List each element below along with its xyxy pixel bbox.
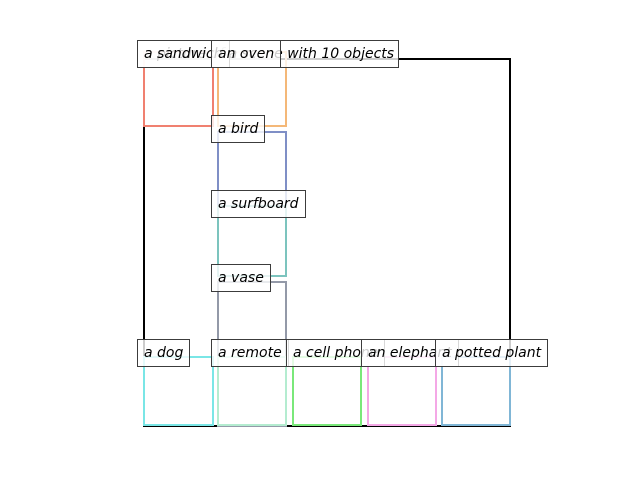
cell-phone-box (292, 356, 362, 426)
vase-label: a vase (211, 264, 271, 292)
surfboard-label: a surfboard (211, 190, 306, 218)
bird-label: a bird (211, 115, 266, 143)
oven-label: an oven (211, 40, 282, 68)
potted-plant-label: a potted plant (435, 339, 549, 367)
dog-box (143, 356, 214, 426)
elephant-box (367, 356, 437, 426)
remote-label: a remote (211, 339, 289, 367)
scene-box (143, 58, 511, 427)
potted-plant-box (441, 356, 511, 426)
remote-box (217, 356, 287, 426)
dog-label: a dog (137, 339, 191, 367)
